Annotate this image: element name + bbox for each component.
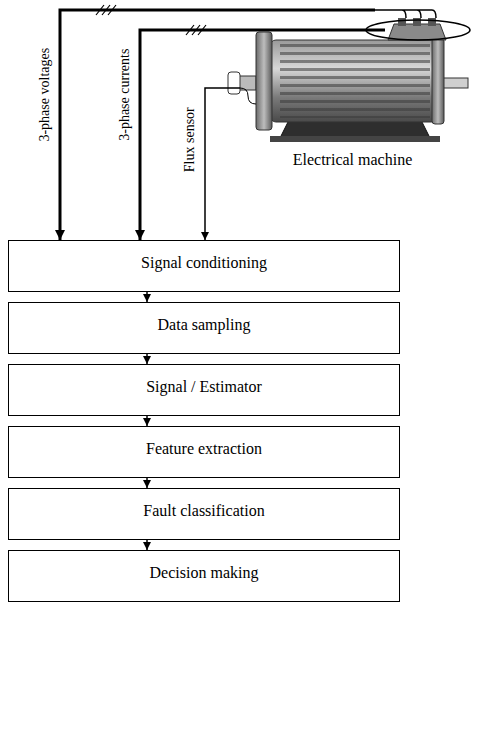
connector-arrow [146, 540, 148, 550]
signal-label: Flux sensor [181, 106, 196, 175]
terminal [398, 18, 406, 26]
end-plate [256, 32, 272, 130]
motor-body [270, 40, 440, 122]
machine-caption: Electrical machine [225, 150, 480, 169]
connector-arrow [146, 354, 148, 364]
connector-arrow [140, 30, 385, 240]
process-box: Fault classification [8, 488, 400, 540]
process-box: Data sampling [8, 302, 400, 354]
box-label: Data sampling [9, 303, 399, 334]
machine-node: Electrical machine [225, 0, 480, 172]
process-box: Signal conditioning [8, 240, 400, 292]
connector-arrow [60, 10, 375, 240]
box-label: Signal / Estimator [9, 365, 399, 396]
box-label: Decision making [9, 551, 399, 582]
end-plate [432, 38, 444, 124]
coupling [228, 72, 240, 94]
process-box: Signal / Estimator [8, 364, 400, 416]
terminal-box [388, 24, 446, 40]
cooling-fins [280, 44, 430, 118]
box-label: Fault classification [9, 489, 399, 520]
process-box: Decision making [8, 550, 400, 602]
box-label: Signal conditioning [9, 241, 399, 272]
process-box: Feature extraction [8, 426, 400, 478]
voltage-tap-wires [375, 10, 436, 18]
signal-label: 3-phase voltages [37, 46, 52, 144]
motor-foot [270, 136, 440, 142]
connector-arrow [146, 292, 148, 302]
terminal [428, 18, 436, 26]
box-label: Feature extraction [9, 427, 399, 458]
terminal [413, 18, 421, 26]
flux-sensor-lead [240, 88, 256, 104]
connector-arrow [146, 478, 148, 488]
connector-arrow [146, 416, 148, 426]
connector-arrow [205, 88, 240, 240]
signal-label: 3-phase currents [117, 47, 132, 143]
